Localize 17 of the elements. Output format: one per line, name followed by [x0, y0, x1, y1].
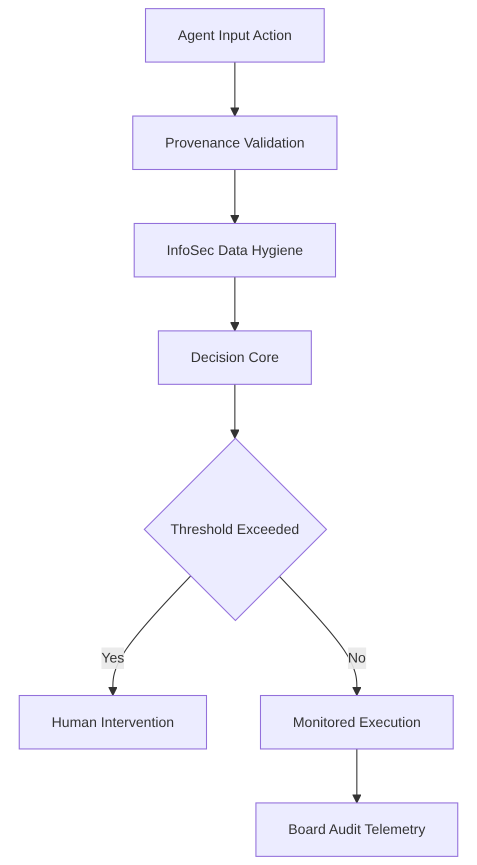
arrow [108, 576, 191, 696]
arrow [230, 384, 240, 439]
edge-label: No [348, 647, 366, 669]
process-box: Decision Core [158, 330, 312, 385]
process-box: InfoSec Data Hygiene [134, 222, 336, 278]
arrow [230, 170, 240, 224]
process-box: Provenance Validation [132, 116, 338, 170]
decision-diamond: Threshold Exceeded [144, 438, 328, 622]
process-box: Human Intervention [18, 694, 208, 750]
arrow [278, 576, 362, 696]
edge-label: Yes [101, 647, 124, 669]
arrow [230, 276, 240, 332]
process-box: Board Audit Telemetry [255, 802, 458, 857]
process-box: Agent Input Action [144, 8, 325, 63]
process-box: Monitored Execution [260, 694, 454, 750]
arrow [230, 62, 240, 116]
arrow [352, 748, 362, 804]
